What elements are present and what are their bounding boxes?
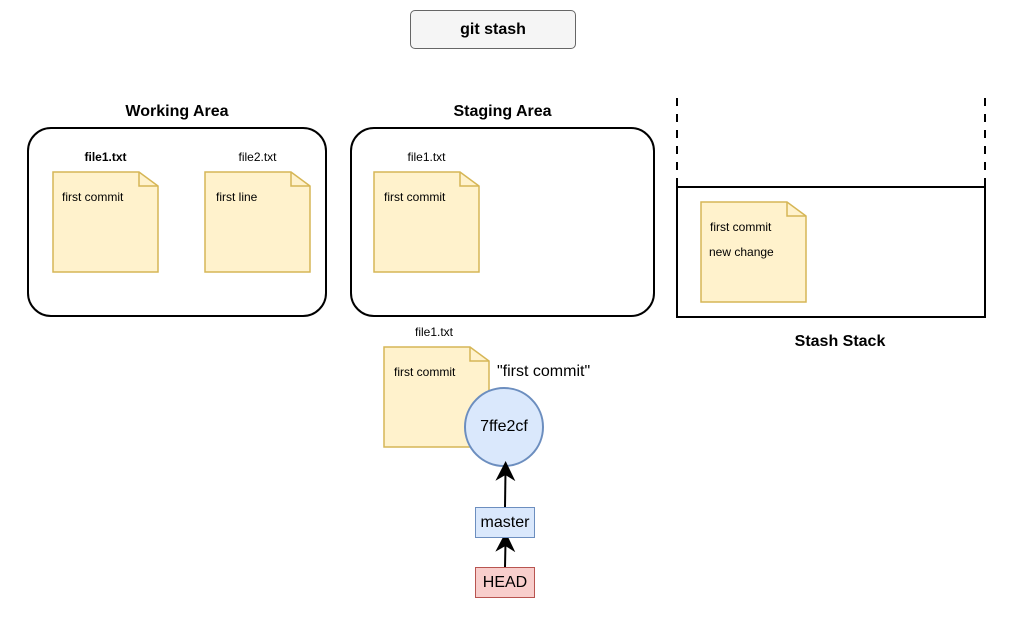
staging-file1-line: first commit [384, 190, 446, 204]
master-branch-text: master [480, 513, 530, 531]
working-file2-note [204, 171, 311, 273]
working-file1-note [52, 171, 159, 273]
head-to-master-arrow [495, 532, 516, 568]
staging-file1-note [373, 171, 480, 273]
stash-entry-line-2: new change [709, 245, 774, 259]
command-label: git stash [460, 20, 526, 38]
git-stash-command-button[interactable]: git stash [410, 10, 576, 49]
commit-message: "first commit" [497, 363, 591, 380]
repo-file1-line: first commit [394, 365, 456, 379]
head-pointer-label: HEAD [475, 567, 535, 598]
master-branch-label: master [475, 507, 535, 538]
working-file2-line: first line [216, 190, 258, 204]
stash-stack-container [676, 98, 986, 318]
commit-hash: 7ffe2cf [480, 418, 528, 435]
working-area-title: Working Area [125, 103, 229, 120]
staging-file1-name: file1.txt [407, 150, 446, 164]
master-to-commit-arrow [495, 461, 516, 508]
stash-entry-line-1: first commit [710, 220, 772, 234]
staging-area-box [350, 127, 655, 317]
working-file2-name: file2.txt [238, 150, 277, 164]
stash-stack-title: Stash Stack [794, 333, 886, 350]
working-area-box [27, 127, 327, 317]
stash-entry-note [700, 201, 807, 303]
working-file1-name: file1.txt [84, 150, 127, 164]
working-file1-line: first commit [62, 190, 124, 204]
head-pointer-text: HEAD [482, 573, 528, 591]
repo-file1-name: file1.txt [414, 325, 453, 339]
staging-area-title: Staging Area [453, 103, 552, 120]
